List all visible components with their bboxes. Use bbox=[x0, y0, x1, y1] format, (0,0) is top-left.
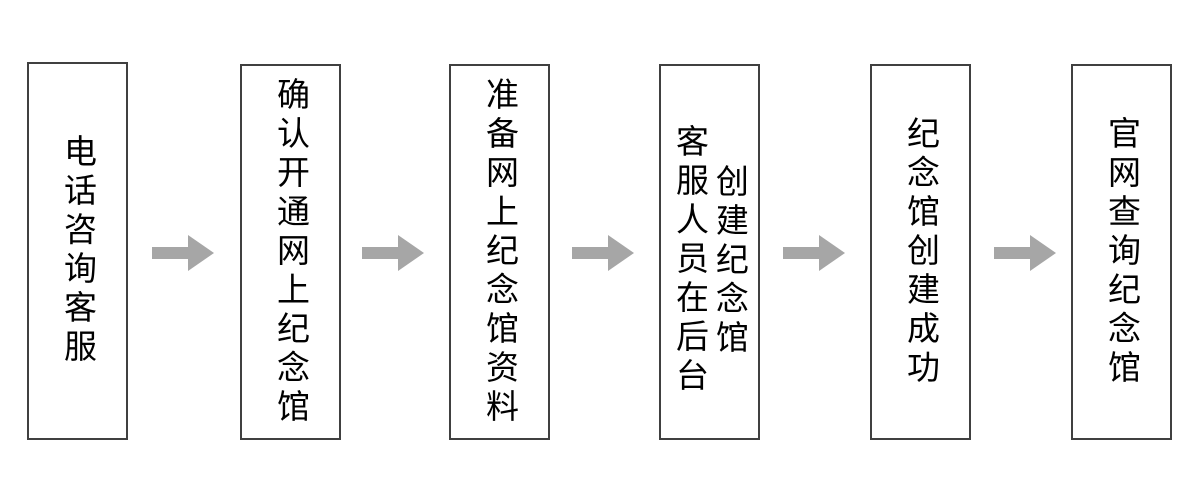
flow-node-step-2-label-col-1: 确认开通网上纪念馆 bbox=[271, 76, 311, 428]
right-arrow-icon bbox=[994, 235, 1056, 271]
flow-node-step-4-label-col-1: 客服人员在后台 bbox=[670, 124, 710, 397]
flow-node-step-3[interactable]: 准备网上纪念馆资料 bbox=[449, 64, 550, 440]
flow-node-step-4[interactable]: 创建纪念馆 客服人员在后台 bbox=[659, 64, 760, 440]
flow-node-step-3-label-col-1: 准备网上纪念馆资料 bbox=[480, 76, 520, 428]
right-arrow-icon bbox=[362, 235, 424, 271]
right-arrow-icon bbox=[152, 235, 214, 271]
right-arrow-icon bbox=[783, 235, 845, 271]
flow-node-step-1[interactable]: 电话咨询客服 bbox=[27, 62, 128, 440]
flow-node-step-6[interactable]: 官网查询纪念馆 bbox=[1071, 64, 1172, 440]
flow-node-step-6-label-col-1: 官网查询纪念馆 bbox=[1102, 115, 1142, 389]
right-arrow-icon bbox=[572, 235, 634, 271]
flow-node-step-4-label-col-2: 创建纪念馆 bbox=[710, 164, 750, 359]
flow-node-step-5[interactable]: 纪念馆创建成功 bbox=[870, 64, 971, 440]
flow-node-step-2[interactable]: 确认开通网上纪念馆 bbox=[240, 64, 341, 440]
flow-node-step-1-label-col-1: 电话咨询客服 bbox=[58, 134, 98, 368]
flow-node-step-5-label-col-1: 纪念馆创建成功 bbox=[901, 115, 941, 389]
